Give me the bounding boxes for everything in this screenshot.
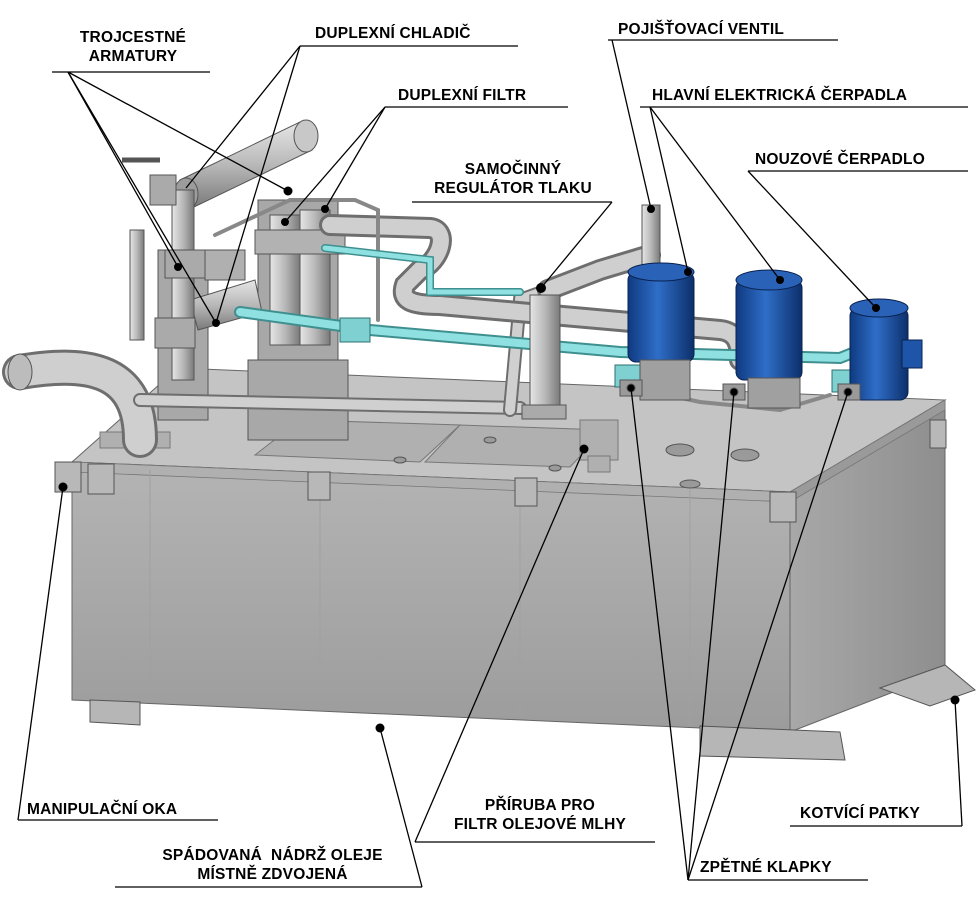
label-oil-mist-flange-line2: FILTR OLEJOVÉ MLHY xyxy=(453,816,627,833)
label-three-way-valves: TROJCESTNÉ ARMATURY xyxy=(58,28,208,66)
label-oil-mist-flange: PŘÍRUBA PRO FILTR OLEJOVÉ MLHY xyxy=(425,796,655,834)
label-duplex-cooler: DUPLEXNÍ CHLADIČ xyxy=(315,25,471,42)
label-pressure-regulator-line2: REGULÁTOR TLAKU xyxy=(434,180,592,197)
tank-front xyxy=(71,461,791,733)
label-anchor-feet: KOTVÍCÍ PATKY xyxy=(800,805,921,822)
label-oil-tank-line2: MÍSTNĚ ZDVOJENÁ xyxy=(197,866,348,883)
leader-dots xyxy=(58,186,960,733)
label-emergency-pump: NOUZOVÉ ČERPADLO xyxy=(755,151,925,168)
label-oil-tank: SPÁDOVANÁ NÁDRŽ OLEJE MÍSTNĚ ZDVOJENÁ xyxy=(125,846,420,884)
label-oil-tank-line1: SPÁDOVANÁ NÁDRŽ OLEJE xyxy=(162,847,383,864)
label-main-pumps: HLAVNÍ ELEKTRICKÁ ČERPADLA xyxy=(652,87,908,104)
label-oil-mist-flange-line1: PŘÍRUBA PRO xyxy=(484,797,596,814)
cyan-pipework xyxy=(234,244,861,393)
emergency-pump xyxy=(849,298,923,401)
label-check-valves: ZPĚTNÉ KLAPKY xyxy=(700,859,832,876)
anchor-feet xyxy=(89,664,976,761)
label-duplex-filter: DUPLEXNÍ FILTR xyxy=(398,87,527,104)
label-lifting-eyes: MANIPULAČNÍ OKA xyxy=(27,801,178,818)
three-way-valves xyxy=(122,157,246,381)
main-pump-2 xyxy=(735,269,803,409)
label-three-way-valves-line2: ARMATURY xyxy=(88,48,178,65)
duplex-cooler xyxy=(173,119,319,331)
label-pressure-regulator: SAMOČINNÝ REGULÁTOR TLAKU xyxy=(418,160,608,198)
pressure-regulator xyxy=(521,283,567,420)
label-three-way-valves-line1: TROJCESTNÉ xyxy=(79,29,187,46)
leader-lines xyxy=(17,39,968,888)
main-pump-1 xyxy=(627,262,695,401)
label-pressure-regulator-line1: SAMOČINNÝ xyxy=(464,161,562,178)
label-safety-valve: POJIŠŤOVACÍ VENTIL xyxy=(618,21,785,38)
